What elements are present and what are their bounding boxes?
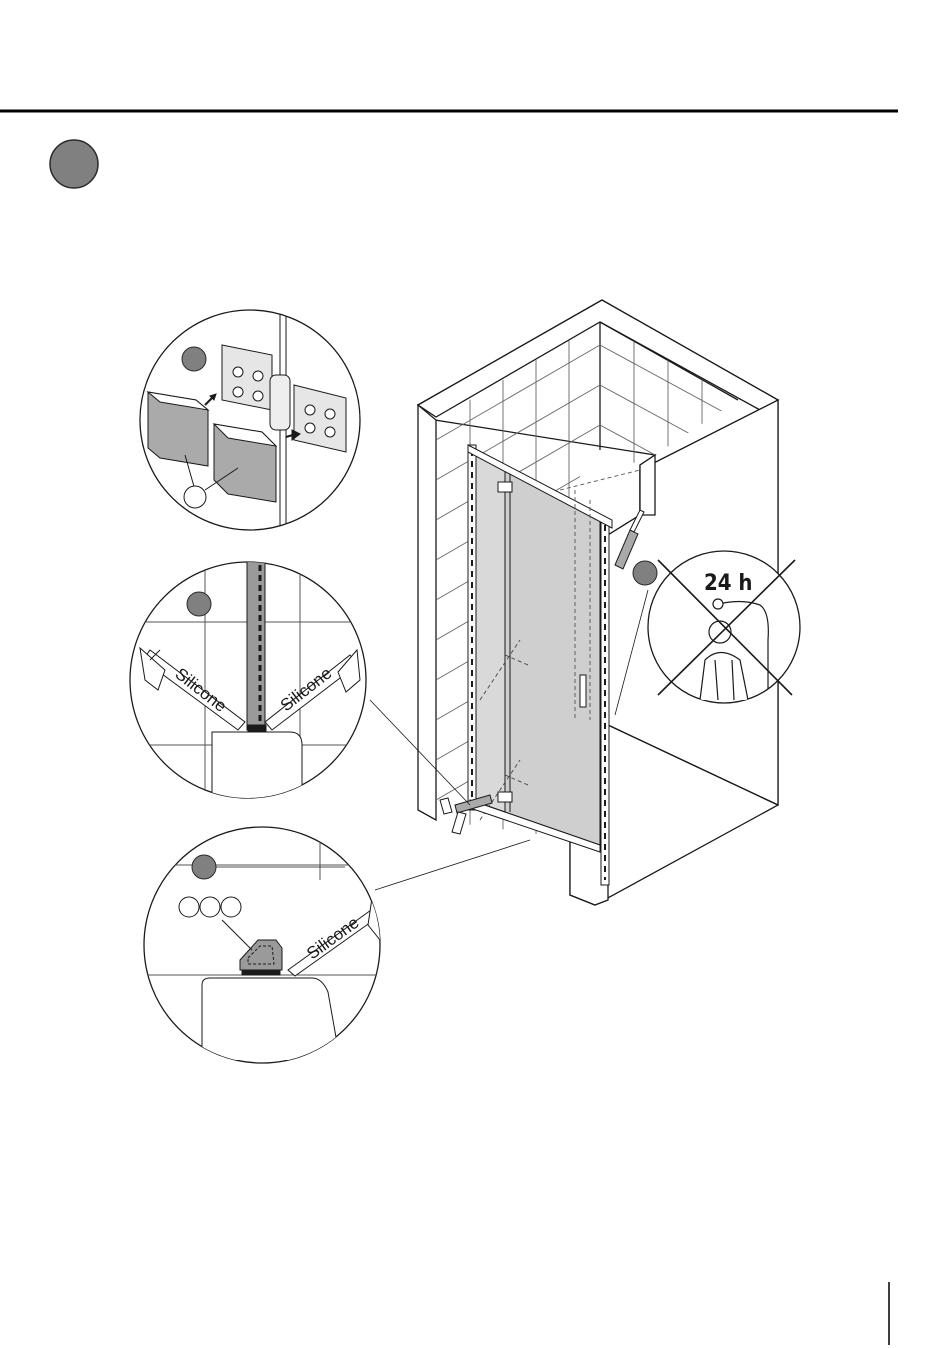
- callout-circle-icon: [179, 897, 199, 917]
- step-circle-icon: [192, 855, 216, 879]
- detail-hinge-covers: [140, 300, 360, 540]
- wait-time-label: 24 h: [704, 571, 753, 596]
- step-circle-icon: [187, 592, 211, 616]
- step-circle-icon: [50, 140, 98, 188]
- detail-seal-profile: Silicone: [140, 827, 400, 1063]
- step-circle-icon: [182, 347, 206, 371]
- callout-circle-icon: [200, 897, 220, 917]
- detail-silicone-profile: Silicone Silicone: [130, 560, 370, 800]
- callout-circle-icon: [184, 486, 206, 508]
- no-shower-icon: 24 h: [648, 551, 800, 703]
- callout-circle-icon: [221, 897, 241, 917]
- step-circle-icon: [633, 561, 657, 585]
- leader-line: [375, 840, 530, 890]
